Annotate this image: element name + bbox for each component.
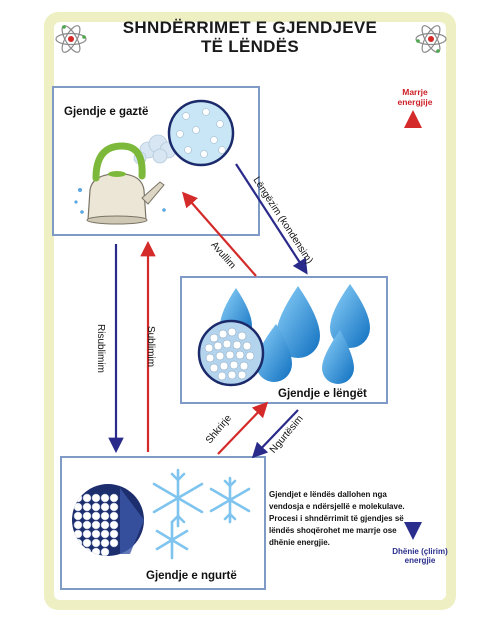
atom-icon [55,25,87,53]
kettle-icon [74,133,182,225]
energy-intake-line1: Marrje [402,87,428,97]
energy-intake-label: Marrje energjije [386,87,444,107]
snowflake-icon [152,468,251,560]
molecule-circle-icon [72,484,144,556]
title-line-1: SHNDËRRIMET E GJENDJEVE [122,18,378,37]
title-line-2: TË LËNDËS [200,37,300,56]
liquid-state-label: Gjendje e lëngët [278,388,367,400]
melting-arrow [217,401,269,455]
gas-state-label: Gjendje e gaztë [64,106,149,118]
description-text: Gjendjet e lëndës dallohen nga vendosja … [269,490,405,547]
energy-release-line1: Dhënie (çlirim) [392,547,448,556]
molecule-circle-icon [167,99,235,167]
poster-title: SHNDËRRIMET E GJENDJEVE TË LËNDËS [0,18,500,56]
atom-icon [415,25,447,53]
condensation-arrow [235,163,308,275]
resublimation-label: Risublimim [94,324,106,373]
sublimation-label: Sublimim [145,325,157,368]
solid-state-box: Gjendje e ngurtë [60,456,266,590]
water-drop-icon [220,284,370,384]
energy-axis-top-head [404,110,422,128]
energy-release-line2: energjie [404,556,436,565]
gas-state-box: Gjendje e gaztë [52,86,260,236]
evaporation-arrow [181,191,257,277]
freezing-arrow [251,409,299,459]
energy-intake-line2: energjije [397,97,433,107]
liquid-state-box: Gjendje e lëngët [180,276,388,404]
energy-axis-bottom-head [404,522,422,540]
molecule-circle-icon [197,319,265,387]
energy-release-label: Dhënie (çlirim) energjie [385,547,455,565]
solid-state-label: Gjendje e ngurtë [146,570,237,582]
